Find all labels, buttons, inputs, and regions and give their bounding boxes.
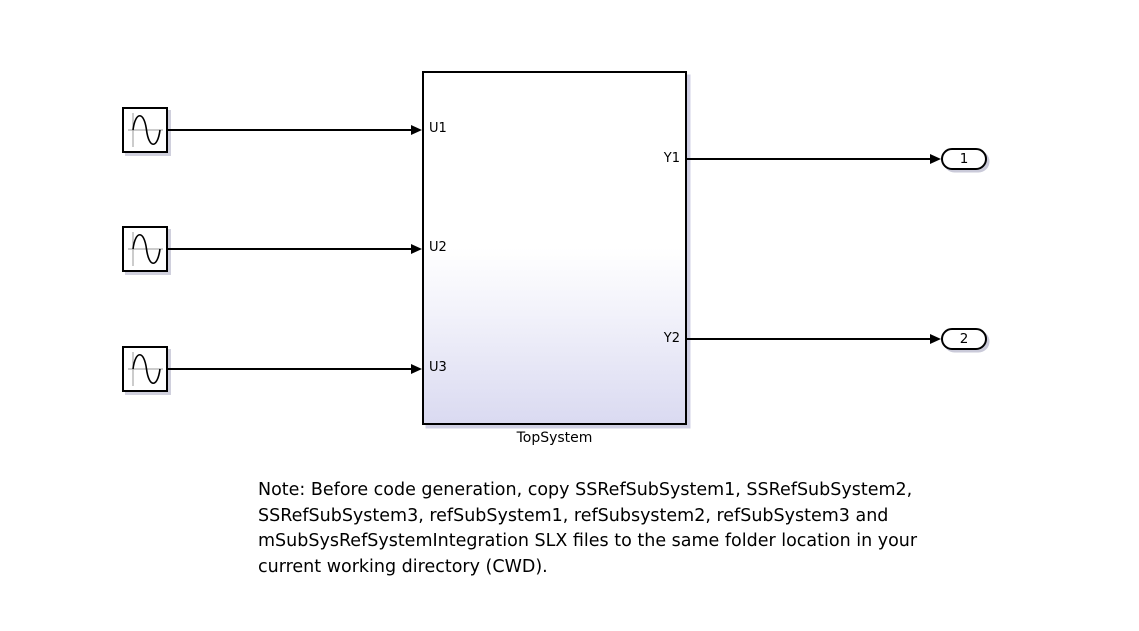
input-port-label-u3: U3 [429,360,447,375]
subsystem-name-label[interactable]: TopSystem [516,430,593,446]
arrowhead-icon [930,154,941,164]
note-line: Note: Before code generation, copy SSRef… [258,480,913,500]
input-port-label-u1: U1 [429,121,447,136]
output-port-label-y1: Y1 [663,151,680,166]
output-port-label-y2: Y2 [663,331,680,346]
signal-line-u1[interactable] [168,129,412,131]
arrowhead-icon [411,244,422,254]
note-line: current working directory (CWD). [258,557,548,578]
outport-block-2[interactable]: 2 [941,328,987,350]
outport-label: 2 [959,331,969,347]
sine-wave-block-3[interactable] [122,346,168,392]
sine-wave-icon [124,232,166,274]
signal-line-u2[interactable] [168,248,412,250]
signal-line-y2[interactable] [687,338,931,340]
note-line: mSubSysRefSystemIntegration SLX files to… [258,531,918,552]
note-line: SSRefSubSystem3, refSubSystem1, refSubsy… [258,505,889,526]
sine-wave-block-1[interactable] [122,107,168,153]
sine-wave-icon [124,352,166,394]
arrowhead-icon [411,125,422,135]
outport-block-1[interactable]: 1 [941,148,987,170]
signal-line-u3[interactable] [168,368,412,370]
outport-label: 1 [959,151,969,167]
arrowhead-icon [930,334,941,344]
arrowhead-icon [411,364,422,374]
input-port-label-u2: U2 [429,240,447,255]
subsystem-block-topsystem[interactable] [422,71,687,425]
note-annotation[interactable]: Note: Before code generation, copy SSRef… [258,478,988,581]
sine-wave-icon [124,113,166,155]
sine-wave-block-2[interactable] [122,226,168,272]
signal-line-y1[interactable] [687,158,931,160]
